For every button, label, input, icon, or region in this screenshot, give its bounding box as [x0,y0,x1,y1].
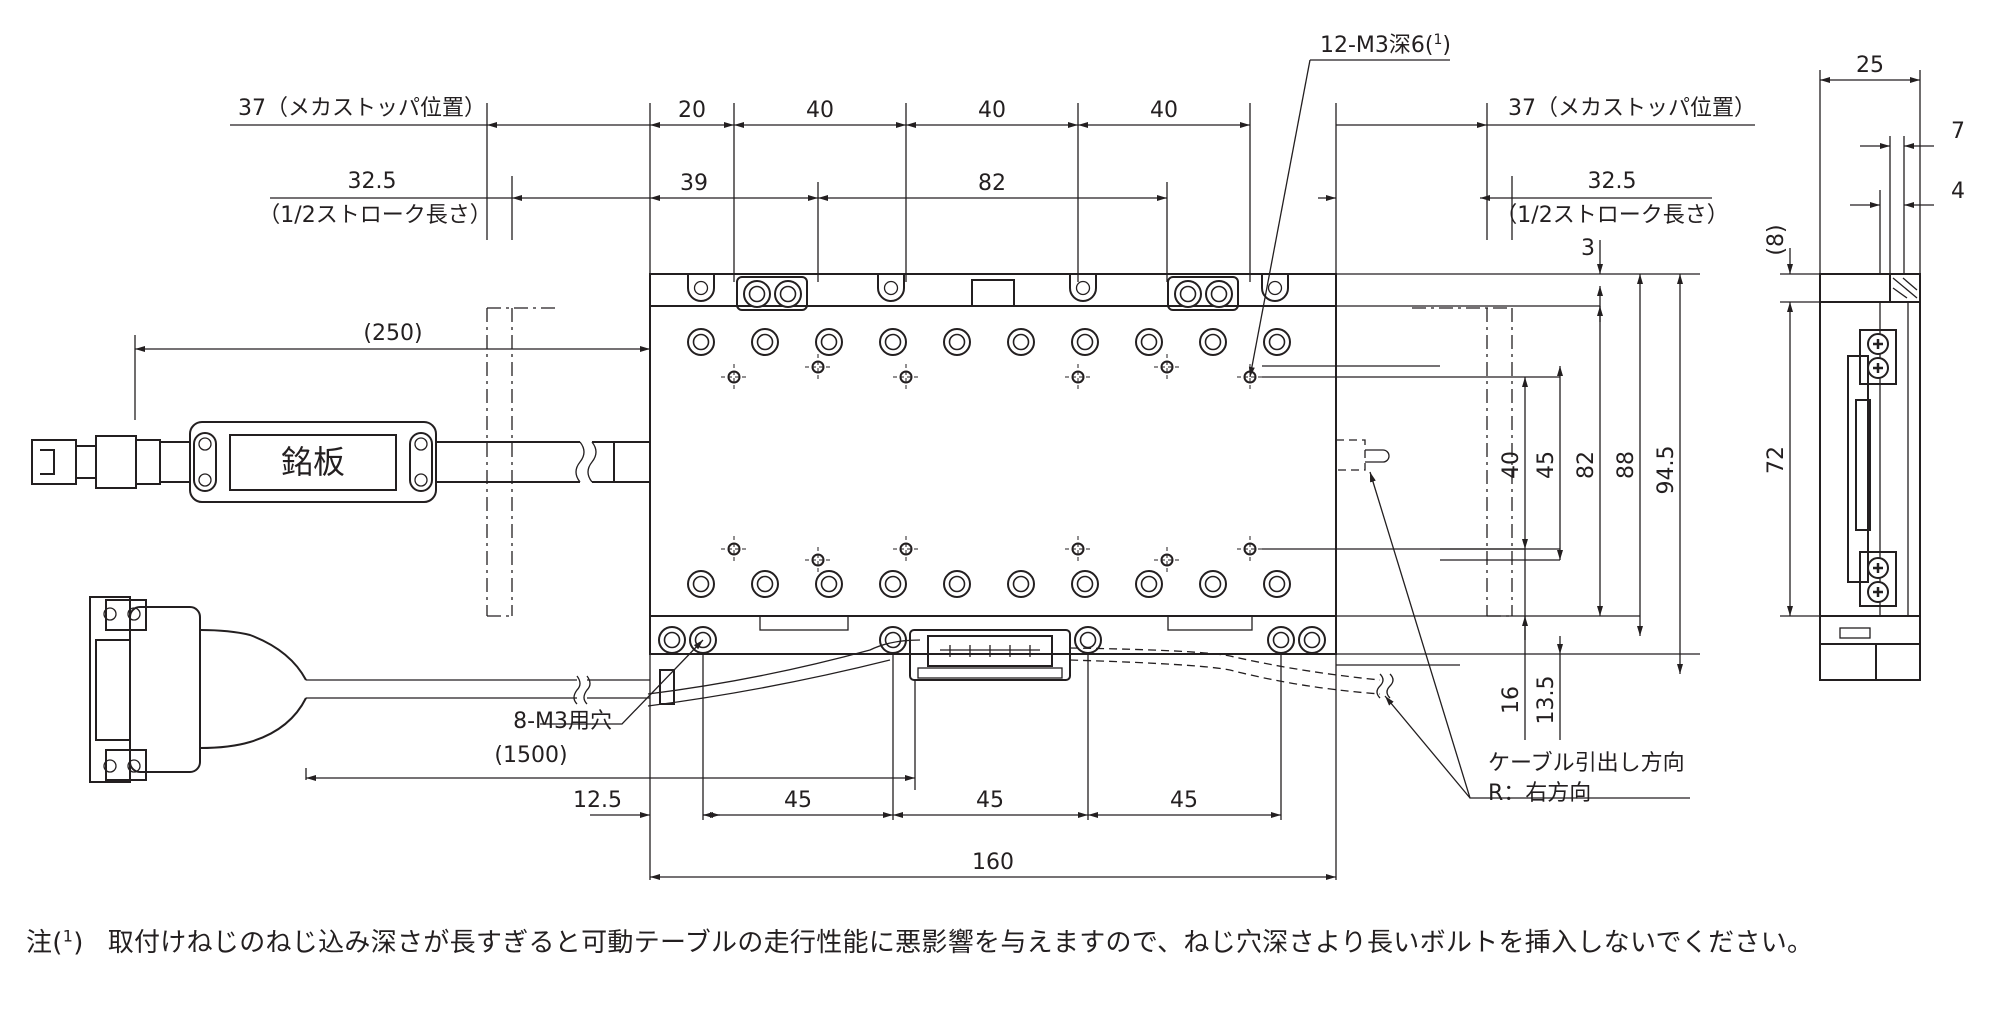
dim-45-a: 45 [784,788,812,813]
label-8-m3-holes: 8-M3用穴 [513,709,612,734]
dim-side-25: 25 [1856,53,1884,78]
label-cable-direction: ケーブル引出し方向 [1488,751,1685,776]
dim-45-b: 45 [976,788,1004,813]
footnote-prefix: 注( [26,928,63,958]
dim-39: 39 [680,171,708,196]
dim-side-8: (8) [1764,224,1789,255]
dim-half-stroke-right: 32.5 [1588,169,1637,194]
dim-top-40-b: 40 [978,98,1006,123]
dim-45-c: 45 [1170,788,1198,813]
dim-13-5-vertical: 13.5 [1534,676,1559,725]
dim-top-20: 20 [678,98,706,123]
nameplate-label: 銘板 [281,443,345,481]
dim-stopper-left: 37（メカストッパ位置） [238,96,486,121]
cable-assembly: 銘板 [31,421,1394,783]
dim-45-vertical: 45 [1534,451,1559,479]
footnote-close: ) [73,928,84,958]
dim-160: 160 [972,850,1014,875]
dim-top-40-c: 40 [1150,98,1178,123]
dim-side-7: 7 [1951,119,1965,144]
footnote-text: 取付けねじのねじ込み深さが長すぎると可動テーブルの走行性能に悪影響を与えますので… [107,928,1814,958]
stage-body [649,273,1337,681]
dim-40-vertical: 40 [1499,451,1524,479]
dimension-labels: 20 40 40 40 39 82 37（メカストッパ位置） 37（メカストッパ… [238,32,1965,875]
dim-top-40-a: 40 [806,98,834,123]
dim-82-vertical: 82 [1574,451,1599,479]
dim-88-vertical: 88 [1614,451,1639,479]
dim-half-stroke-right-label: （1/2ストローク長さ） [1495,203,1728,228]
dim-82: 82 [978,171,1006,196]
footnote: 注(1) 取付けねじのねじ込み深さが長すぎると可動テーブルの走行性能に悪影響を与え… [26,922,1813,959]
dim-side-72: 72 [1764,446,1789,474]
dimension-lines [134,59,1934,880]
dim-3: 3 [1581,236,1595,261]
stroke-limit-outlines [486,307,1513,617]
footnote-sup: 1 [62,926,74,946]
dim-side-4: 4 [1951,179,1965,204]
dim-12-5: 12.5 [573,788,622,813]
label-cable-direction-right: R：右方向 [1488,781,1591,806]
label-12-m3-tap: 12-M3深6(1) [1320,32,1451,58]
side-view [1819,273,1921,681]
dim-cable-250: (250) [363,321,422,346]
dim-half-stroke-left: 32.5 [348,169,397,194]
dim-16-vertical: 16 [1499,686,1524,714]
dim-half-stroke-left-label: （1/2ストローク長さ） [258,203,491,228]
dim-94-5-vertical: 94.5 [1654,446,1679,495]
dim-cable-1500: (1500) [494,743,567,768]
dim-stopper-right: 37（メカストッパ位置） [1508,96,1756,121]
